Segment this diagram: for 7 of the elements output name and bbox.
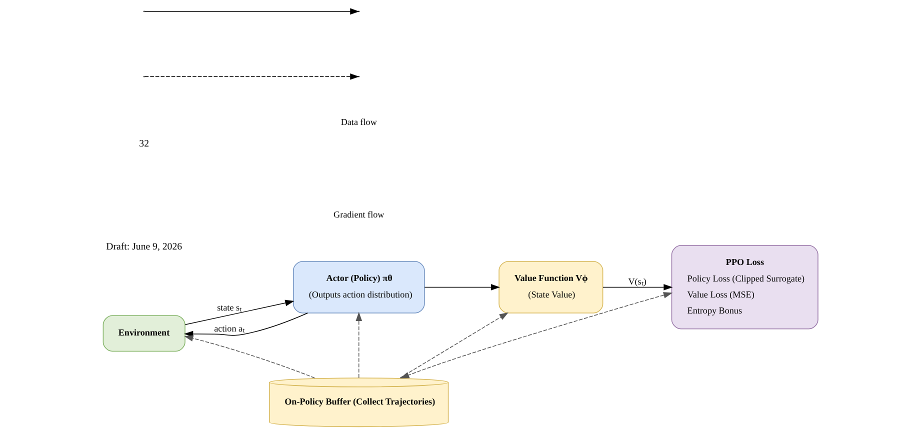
label: Draft: June 9, 2026 <box>106 242 182 253</box>
edge-label: state sₜ <box>216 302 242 312</box>
edge-label: V(sₜ) <box>628 276 646 287</box>
label: 32 <box>138 138 149 150</box>
edge-label: action aₜ <box>214 324 244 334</box>
legend-label: Gradient flow <box>333 210 384 220</box>
legend-label: Data flow <box>340 117 376 128</box>
